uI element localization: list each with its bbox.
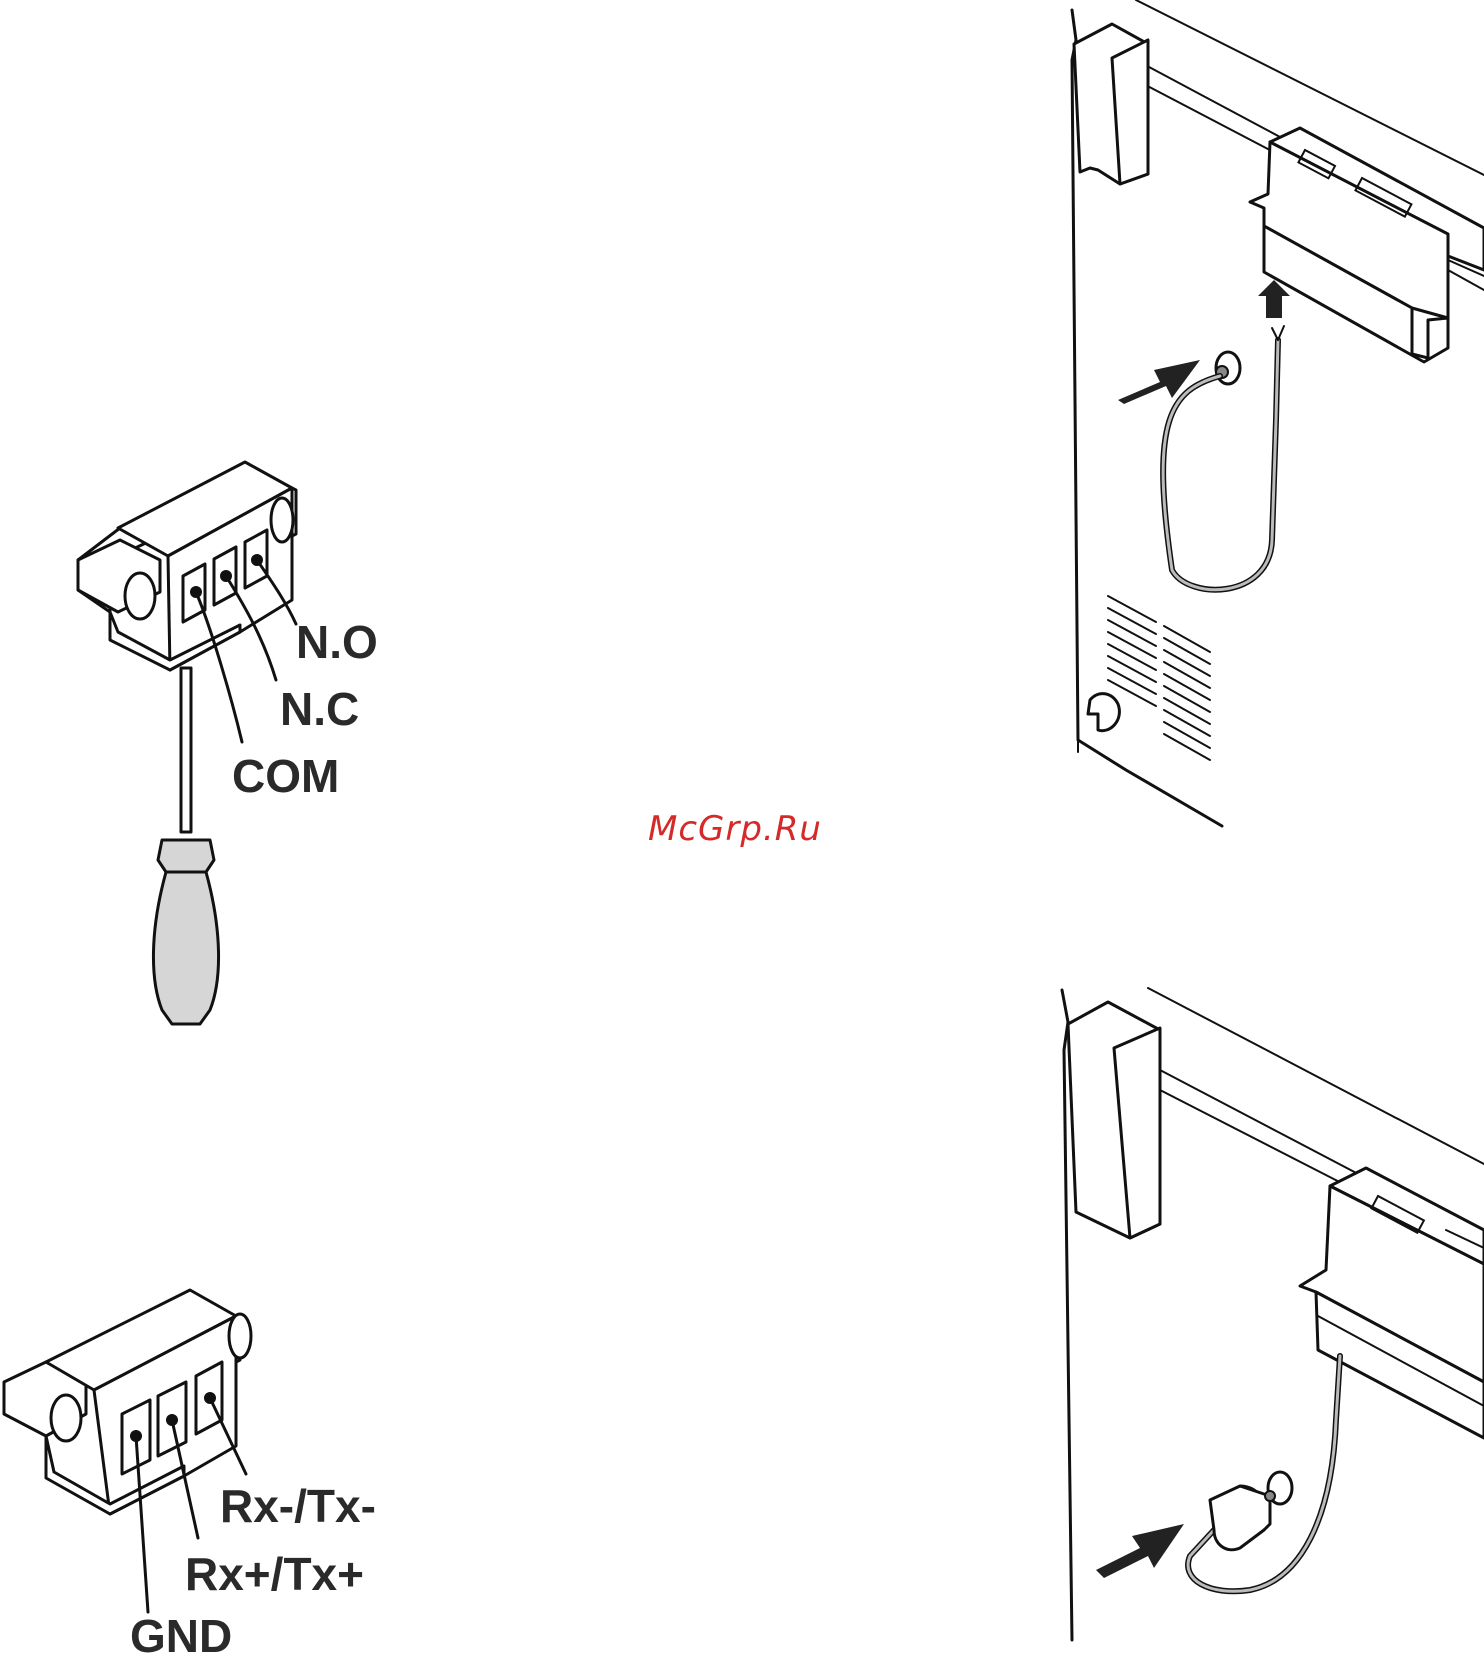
- label-com: COM: [232, 750, 339, 802]
- device-bottom-illustration: [1062, 988, 1484, 1640]
- screwdriver: [153, 668, 218, 1024]
- label-no: N.O: [296, 616, 378, 668]
- watermark-text: McGrp.Ru: [648, 809, 822, 849]
- label-rx-tx-plus: Rx+/Tx+: [185, 1548, 364, 1600]
- label-rx-tx-minus: Rx-/Tx-: [220, 1480, 376, 1532]
- label-nc: N.C: [280, 683, 359, 735]
- device-top-illustration: [1072, 0, 1484, 826]
- label-gnd: GND: [130, 1610, 232, 1655]
